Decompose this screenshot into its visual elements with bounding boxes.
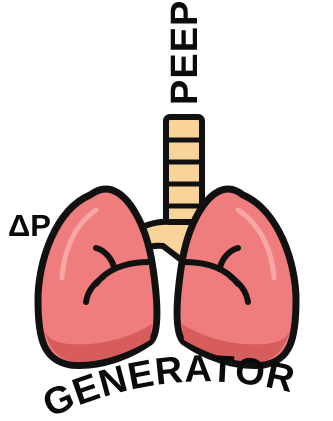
left-lung [38, 189, 157, 366]
delta-p-label: ΔP [8, 208, 51, 243]
right-lung [177, 189, 296, 366]
peep-label: PEEP [164, 0, 206, 105]
